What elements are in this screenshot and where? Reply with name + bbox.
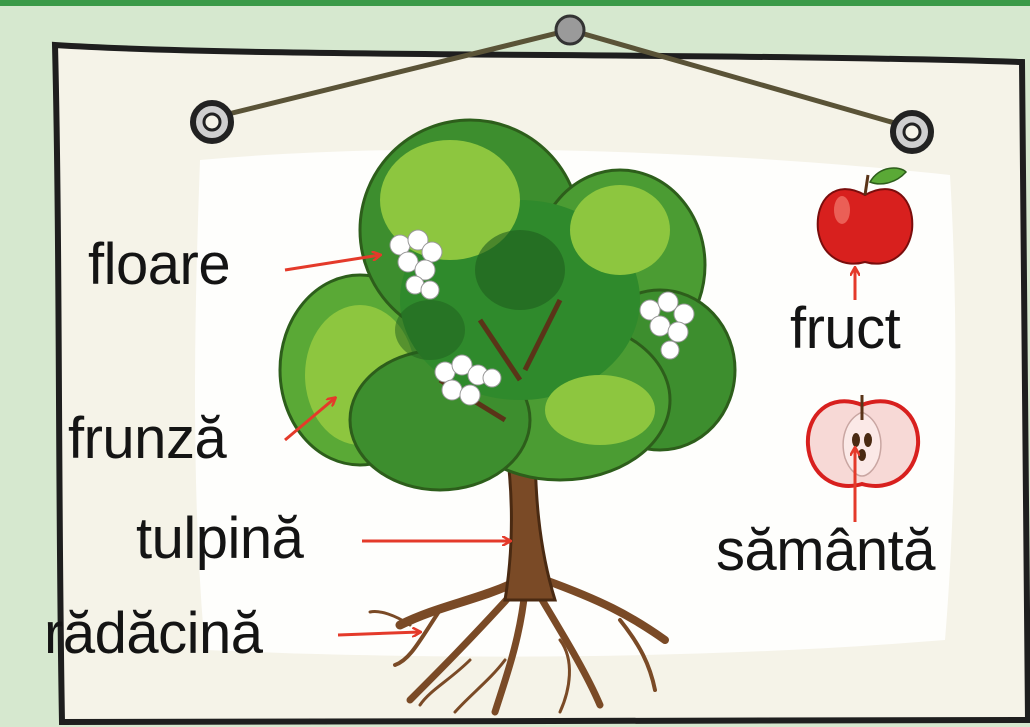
label-floare: floare	[88, 232, 231, 297]
right-ring-icon	[890, 110, 934, 154]
label-fruct: fruct	[790, 296, 901, 361]
arrow-frunza	[284, 398, 335, 442]
arrow-floare	[284, 255, 380, 272]
left-ring-icon	[190, 100, 234, 144]
arrow-radacina	[337, 632, 420, 635]
label-tulpina: tulpină	[136, 506, 304, 571]
flower-cluster-right	[639, 291, 695, 360]
nail-icon	[554, 14, 586, 46]
flower-cluster-top	[389, 229, 443, 300]
apple-slice-icon	[805, 395, 921, 488]
tree-canopy	[278, 118, 737, 492]
arrows	[284, 255, 855, 635]
label-frunza: frunză	[68, 406, 227, 471]
label-radacina: rădăcină	[44, 601, 263, 666]
tree-roots	[368, 575, 669, 716]
flower-cluster-middle	[434, 354, 502, 406]
apple-icon	[816, 167, 914, 265]
top-bar	[0, 0, 1030, 6]
label-samanta: sământă	[716, 518, 935, 583]
